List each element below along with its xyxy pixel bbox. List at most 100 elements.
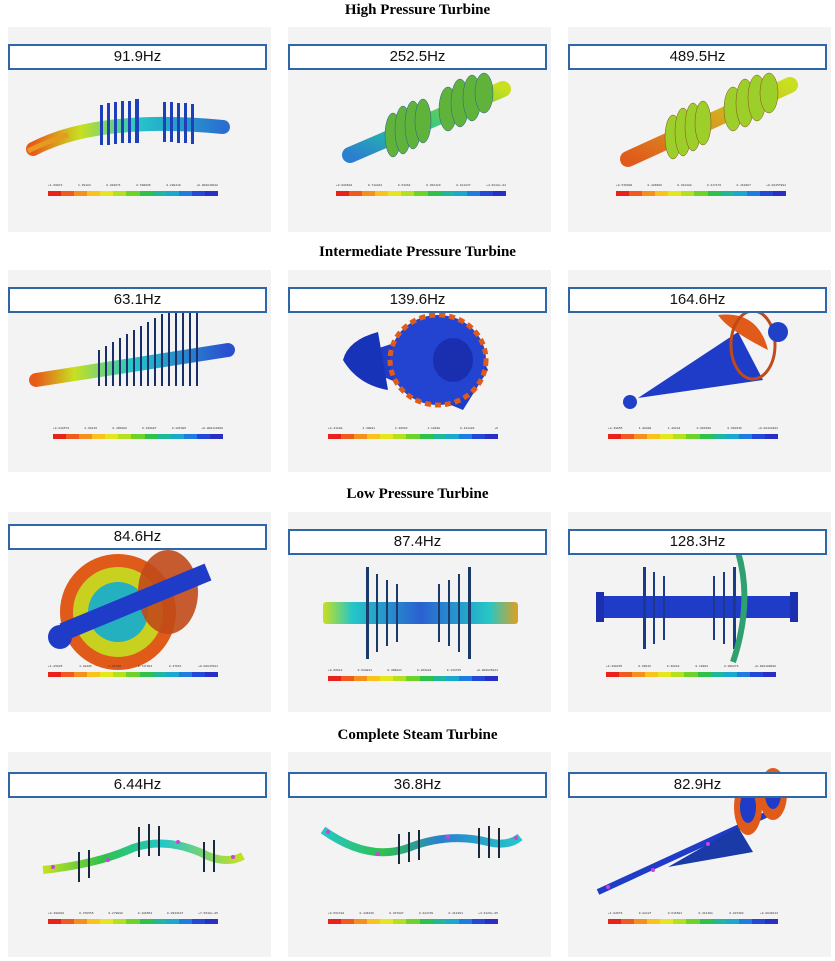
legend-color-swatch	[699, 434, 713, 439]
legend-color-swatch	[660, 434, 674, 439]
legend-color-swatch	[686, 434, 700, 439]
legend-color-swatch	[645, 672, 659, 677]
legend-color-bar	[328, 919, 499, 924]
legend-tick-label: +0.00647081	[198, 665, 218, 668]
frequency-label: 489.5Hz	[568, 44, 827, 70]
legend-color-swatch	[362, 191, 376, 196]
legend-color-swatch	[48, 672, 62, 677]
legend-color-swatch	[733, 191, 747, 196]
legend-color-swatch	[432, 919, 446, 924]
legend-tick-label: 0.411391	[698, 912, 713, 915]
legend-color-swatch	[419, 676, 433, 681]
legend-color-bar	[53, 434, 224, 439]
legend-color-swatch	[139, 919, 153, 924]
legend-color-swatch	[341, 919, 355, 924]
legend-tick-label: 0.616581	[667, 912, 683, 915]
legend-tick-label: 0.82127	[638, 912, 652, 915]
legend-tick-label: +7.6548e-05	[198, 912, 218, 915]
legend-tick-label: +4.6818e-04	[486, 184, 506, 187]
legend-color-swatch	[725, 434, 739, 439]
legend-color-bar	[336, 191, 507, 196]
turbine-mode-shape-image	[623, 309, 788, 409]
legend-tick-label: 0.747304	[137, 665, 153, 668]
legend-color-swatch	[105, 434, 119, 439]
legend-tick-label: 0.528821	[357, 669, 373, 672]
legend-color-swatch	[673, 919, 687, 924]
legend-tick-label: 0.449436	[359, 912, 374, 915]
legend-color-swatch	[720, 191, 734, 196]
legend-color-bar	[616, 191, 787, 196]
legend-color-swatch	[126, 919, 140, 924]
legend-color-swatch	[632, 672, 646, 677]
turbine-mode-shape-image	[620, 72, 798, 167]
legend-color-swatch	[66, 434, 80, 439]
turbine-mode-shape-image	[26, 99, 230, 156]
legend-tick-label: 0.217176	[706, 184, 722, 187]
legend-tick-label: 0.266824	[417, 669, 432, 672]
legend-tick-label: +0.000100098	[754, 665, 776, 668]
legend-color-swatch	[393, 676, 407, 681]
legend-color-swatch	[634, 434, 648, 439]
legend-color-swatch	[74, 191, 88, 196]
legend-tick-label: +0.66612	[328, 669, 343, 672]
legend-color-swatch	[432, 434, 446, 439]
legend-tick-label: +4.41188	[328, 427, 343, 430]
frequency-label: 128.3Hz	[568, 529, 827, 555]
legend-tick-label: 0.133725	[446, 669, 462, 672]
legend-color-swatch	[738, 434, 752, 439]
turbine-mode-shape-image	[596, 551, 798, 663]
legend-tick-label: 1.49244	[667, 427, 681, 430]
turbine-mode-shape-image	[42, 824, 245, 882]
legend-tick-label: 0.165405	[171, 427, 187, 430]
legend-tick-label: 0.500335	[727, 427, 742, 430]
legend-color-bar	[328, 676, 499, 681]
legend-color-swatch	[178, 191, 192, 196]
legend-color-bar	[608, 919, 779, 924]
legend-tick-label: 0.596095	[136, 184, 151, 187]
legend-color-swatch	[388, 191, 402, 196]
legend-color-swatch	[432, 676, 446, 681]
legend-color-swatch	[152, 191, 166, 196]
legend-color-swatch	[471, 676, 485, 681]
legend-color-swatch	[393, 434, 407, 439]
legend-color-swatch	[183, 434, 197, 439]
legend-tick-label: 0.66129	[84, 427, 98, 430]
legend-color-swatch	[751, 919, 765, 924]
legend-color-bar	[328, 434, 499, 439]
legend-tick-label: 0.379555	[79, 912, 94, 915]
legend-color-swatch	[634, 919, 648, 924]
legend-tick-label: 0.112391	[448, 912, 463, 915]
legend-color-swatch	[772, 191, 787, 196]
legend-tick-label: 0.099276	[723, 665, 739, 668]
legend-color-swatch	[707, 191, 721, 196]
frequency-label: 82.9Hz	[568, 772, 827, 798]
legend-color-swatch	[165, 191, 179, 196]
legend-color-swatch	[621, 434, 635, 439]
legend-color-swatch	[738, 919, 752, 924]
legend-tick-label: 0.224738	[418, 912, 434, 915]
legend-color-swatch	[341, 676, 355, 681]
legend-tick-label: 1.99808	[638, 427, 652, 430]
legend-tick-label: 0.298219	[166, 184, 181, 187]
legend-color-swatch	[375, 191, 389, 196]
legend-color-swatch	[349, 191, 363, 196]
legend-color-swatch	[419, 919, 433, 924]
legend-color-swatch	[606, 672, 620, 677]
legend-color-swatch	[113, 191, 127, 196]
legend-tick-label: 0.19983	[695, 665, 708, 668]
turbine-mode-shape-image	[342, 72, 511, 163]
legend-color-swatch	[87, 672, 101, 677]
legend-color-swatch	[746, 191, 760, 196]
legend-color-swatch	[113, 919, 127, 924]
legend-tick-label: +1.02576	[608, 912, 623, 915]
